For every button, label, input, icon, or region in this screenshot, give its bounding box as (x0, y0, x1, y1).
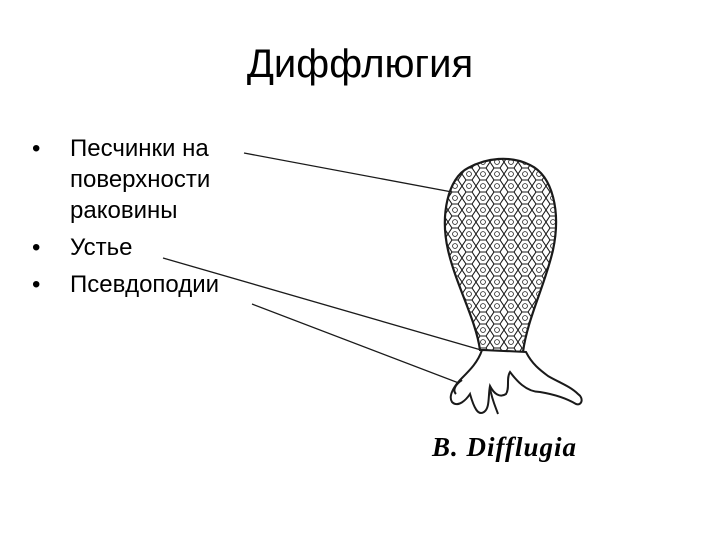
figure-caption: B. Difflugia (432, 432, 578, 462)
bullet-item-mouth: • Устье (28, 232, 260, 263)
leader-line-pseudopodia (251, 303, 465, 386)
bullet-marker: • (32, 234, 41, 261)
bullet-marker: • (32, 271, 41, 298)
bullet-item-sand-grains: • Песчинки на поверхности раковины (28, 133, 260, 226)
leader-line-sand-grains (243, 152, 453, 193)
bullet-label-sand-grains: Песчинки на поверхности раковины (70, 135, 211, 224)
leader-line-mouth (162, 257, 489, 353)
bullet-label-mouth: Устье (70, 234, 133, 261)
bullet-list: • Песчинки на поверхности раковины • Уст… (28, 133, 260, 306)
bullet-marker: • (32, 135, 41, 162)
leader-lines (162, 152, 489, 386)
bullet-label-pseudopodia: Псевдоподии (70, 271, 220, 298)
shell-body (443, 157, 558, 354)
slide-title: Диффлюгия (246, 42, 474, 86)
bullet-item-pseudopodia: • Псевдоподии (28, 269, 260, 300)
pseudopodia (449, 348, 583, 415)
